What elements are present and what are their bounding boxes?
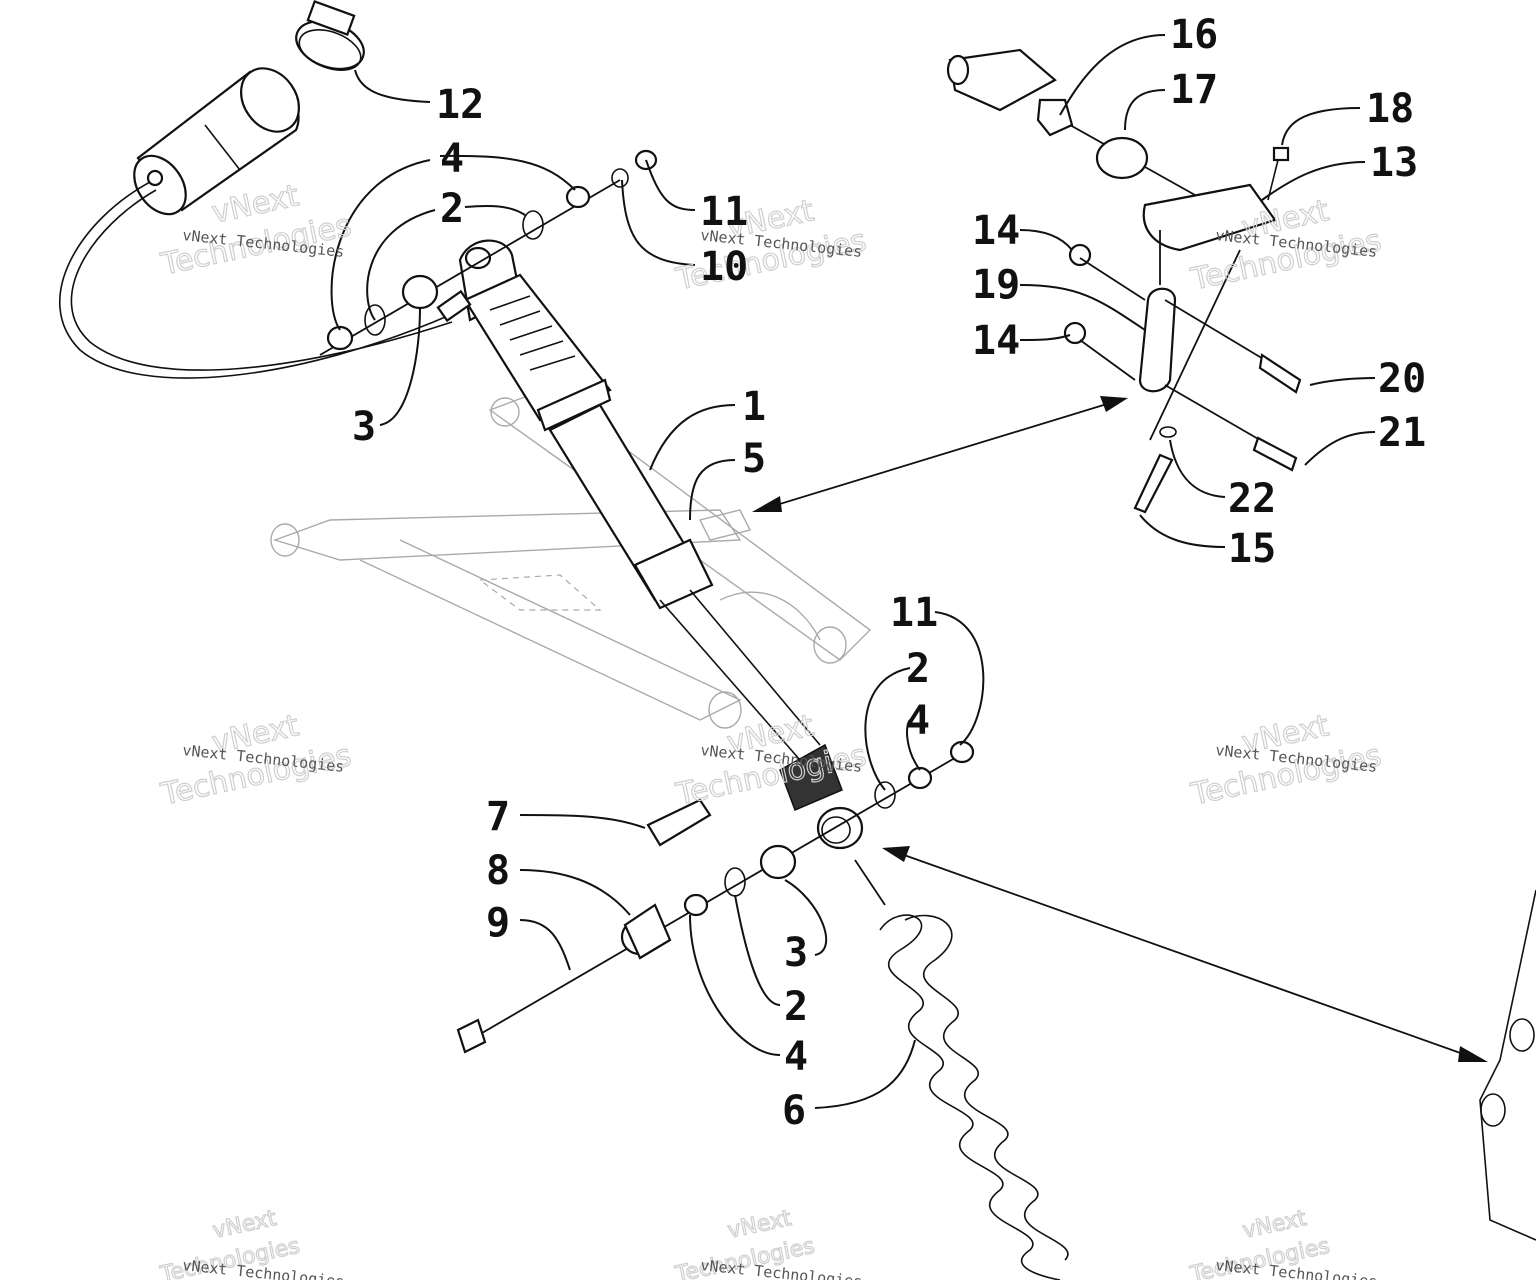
callout-4-right: 4 <box>906 698 930 744</box>
callout-2-right: 2 <box>906 646 930 692</box>
callout-5: 5 <box>742 436 766 482</box>
callout-11-top: 11 <box>700 189 748 235</box>
callout-2-bottom: 2 <box>784 984 808 1030</box>
watermark-outline-top: vNext <box>726 1206 794 1244</box>
callout-4-bottom: 4 <box>784 1034 808 1080</box>
callout-3-top: 3 <box>352 404 376 450</box>
leader-lines <box>330 34 1376 1109</box>
callout-11-bottom: 11 <box>890 590 938 636</box>
callout-14-bottom: 14 <box>972 318 1020 364</box>
callout-8: 8 <box>486 848 510 894</box>
callout-7: 7 <box>486 794 510 840</box>
callout-numbers: 12 4 2 11 10 3 1 5 16 17 18 13 14 19 14 … <box>352 12 1426 1134</box>
callout-3-bottom: 3 <box>784 930 808 976</box>
reservoir-assembly <box>59 0 453 379</box>
callout-22: 22 <box>1228 476 1276 522</box>
callout-15: 15 <box>1228 526 1276 572</box>
callout-20: 20 <box>1378 356 1426 402</box>
watermark-outline-top: vNext <box>211 1206 279 1244</box>
bottom-mount-hardware <box>456 740 975 1054</box>
callout-13: 13 <box>1370 140 1418 186</box>
callout-10: 10 <box>700 244 748 290</box>
callout-2-top: 2 <box>440 186 464 232</box>
assembly-arrows <box>752 396 1536 1241</box>
callout-16: 16 <box>1170 12 1218 58</box>
callout-19: 19 <box>972 262 1020 308</box>
shock-absorber <box>436 239 864 850</box>
top-mount-hardware <box>319 149 658 356</box>
callout-1: 1 <box>742 384 766 430</box>
callout-17: 17 <box>1170 67 1218 113</box>
coil-spring <box>854 859 1069 1280</box>
callout-12: 12 <box>436 82 484 128</box>
callout-9: 9 <box>486 900 510 946</box>
callout-14-top: 14 <box>972 208 1020 254</box>
callout-18: 18 <box>1366 86 1414 132</box>
watermark-outline-top: vNext <box>1241 1206 1309 1244</box>
callout-4-top: 4 <box>440 136 464 182</box>
linkage-assembly <box>946 48 1302 514</box>
callout-6: 6 <box>782 1088 806 1134</box>
callout-21: 21 <box>1378 410 1426 456</box>
